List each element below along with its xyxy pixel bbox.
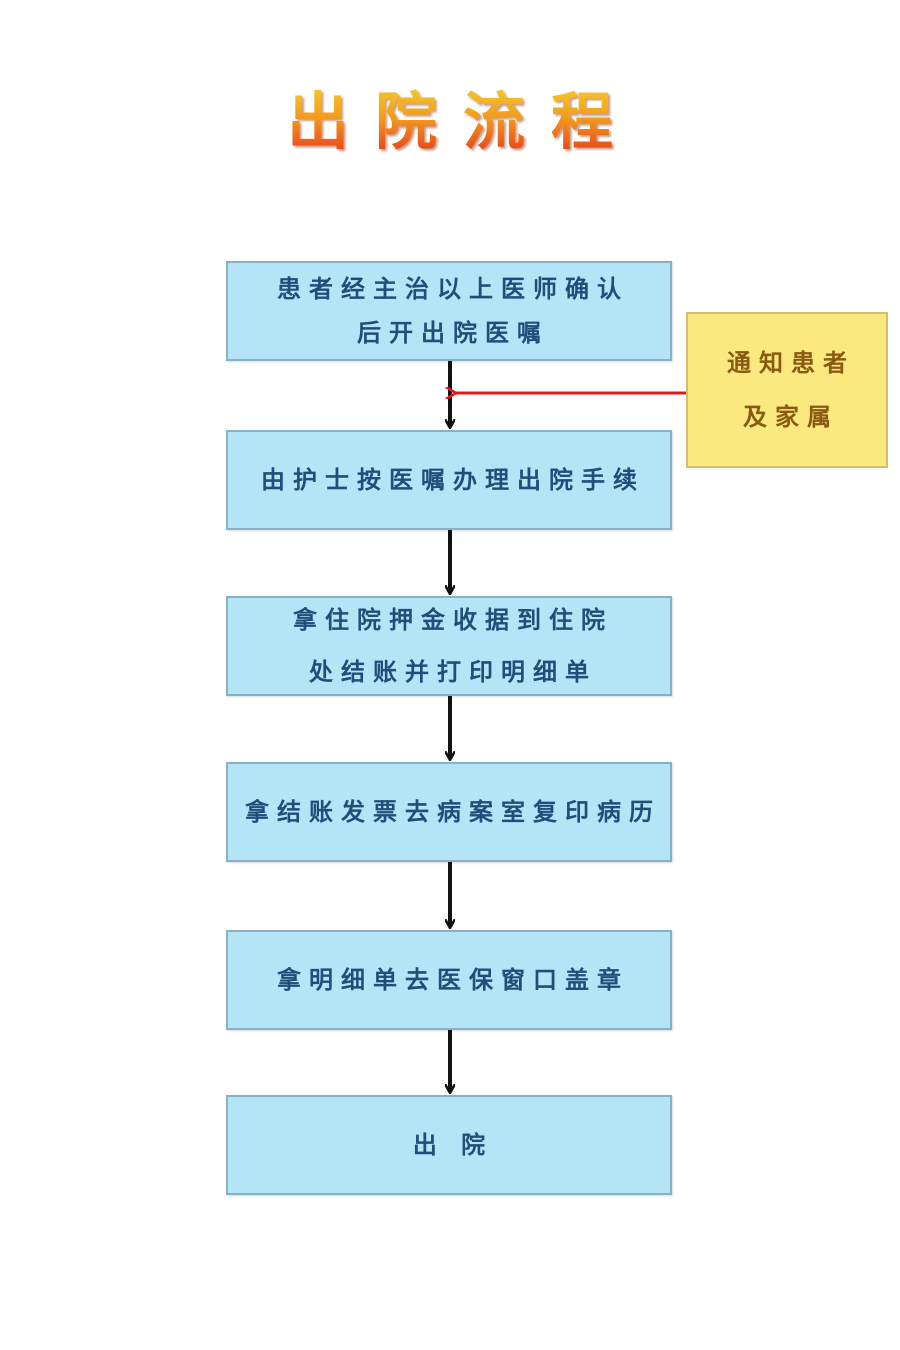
step-discharge: 出 院 xyxy=(226,1095,672,1195)
note-text-line: 通知患者 xyxy=(727,349,855,377)
notify-family-note: 通知患者 及家属 xyxy=(686,312,888,468)
step-text-line: 拿结账发票去病案室复印病历 xyxy=(245,798,661,826)
step-text-line: 患者经主治以上医师确认 xyxy=(277,275,629,303)
step-text-line: 拿明细单去医保窗口盖章 xyxy=(277,966,629,994)
step-insurance-stamp: 拿明细单去医保窗口盖章 xyxy=(226,930,672,1030)
step-text-line: 拿住院押金收据到住院 xyxy=(293,606,613,634)
step-text-line: 处结账并打印明细单 xyxy=(309,658,597,686)
note-text-line: 及家属 xyxy=(743,403,839,431)
step-text-line: 出 院 xyxy=(412,1131,494,1159)
step-confirm-discharge: 患者经主治以上医师确认 后开出院医嘱 xyxy=(226,261,672,361)
step-text-line: 后开出院医嘱 xyxy=(357,319,549,347)
step-copy-records: 拿结账发票去病案室复印病历 xyxy=(226,762,672,862)
step-text-line: 由护士按医嘱办理出院手续 xyxy=(261,466,645,494)
page-title: 出院流程 xyxy=(0,82,900,162)
step-settle-account: 拿住院押金收据到住院 处结账并打印明细单 xyxy=(226,596,672,696)
step-nurse-procedures: 由护士按医嘱办理出院手续 xyxy=(226,430,672,530)
